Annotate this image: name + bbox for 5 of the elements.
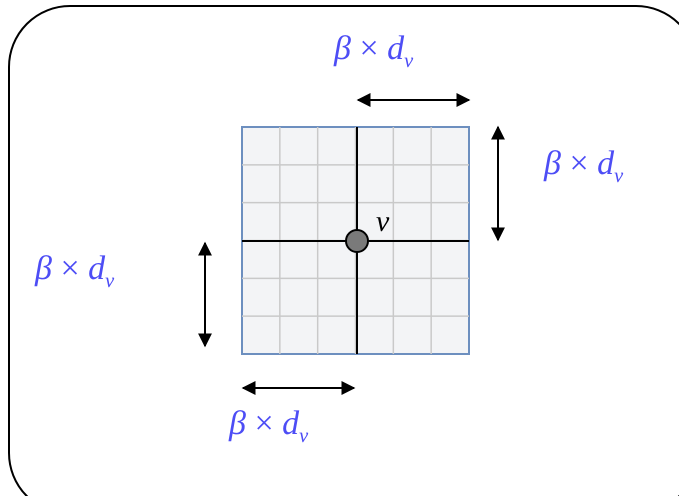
dimension-label: β × d$_{v}$: [229, 407, 308, 446]
dimension-label: β × d$_{v}$: [334, 32, 414, 72]
dimension-label: β × d$_{v}$: [544, 147, 624, 186]
dimension-label: β × d$_{v}$: [35, 252, 114, 292]
point-label: v: [376, 207, 390, 237]
